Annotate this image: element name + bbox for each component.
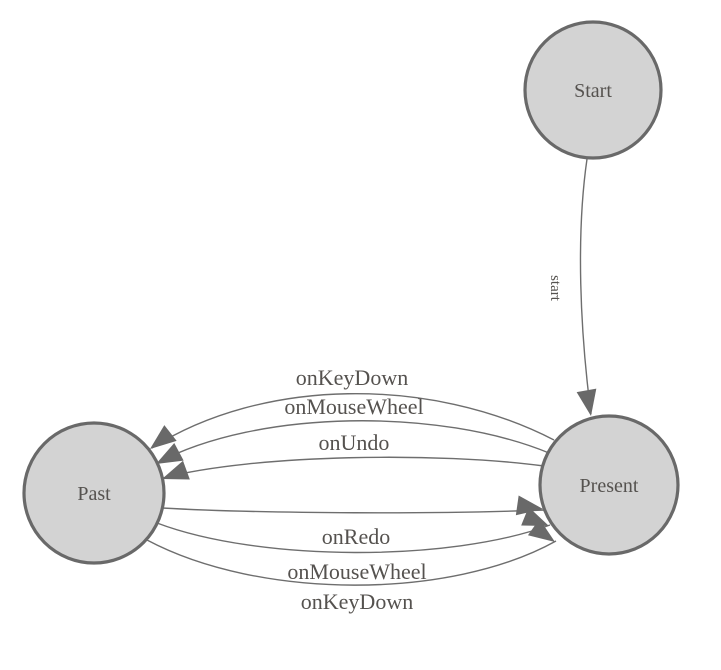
arrowhead-icon xyxy=(521,506,549,526)
transition-onmousewheel-to-past[interactable] xyxy=(156,420,550,464)
state-node-past[interactable]: Past xyxy=(22,421,166,565)
transition-label-onmousewheel-upper: onMouseWheel xyxy=(284,394,423,419)
state-circle-present xyxy=(538,414,680,556)
transition-label-onredo: onRedo xyxy=(322,524,390,549)
transition-group: start onKeyDown onMouseWheel onUndo onRe… xyxy=(146,158,597,614)
transition-label-onkeydown-lower: onKeyDown xyxy=(301,589,413,614)
transition-start-to-present[interactable] xyxy=(579,158,592,415)
arrowhead-icon xyxy=(156,442,184,464)
state-node-start[interactable]: Start xyxy=(523,20,663,160)
arrowhead-icon xyxy=(527,518,555,542)
arrowhead-icon xyxy=(162,460,190,480)
state-node-present[interactable]: Present xyxy=(538,414,680,556)
arrowhead-icon xyxy=(515,495,543,516)
state-label-present: Present xyxy=(580,475,639,497)
state-circle-start xyxy=(523,20,663,160)
transition-onredo-to-present[interactable] xyxy=(161,507,546,514)
transition-onkeydown-to-past[interactable] xyxy=(151,392,555,449)
transition-onundo-to-past[interactable] xyxy=(162,456,545,479)
transition-label-onundo: onUndo xyxy=(319,430,390,455)
state-label-start: Start xyxy=(574,80,612,102)
transition-onkeydown-to-present[interactable] xyxy=(146,539,557,586)
state-circle-past xyxy=(22,421,166,565)
transition-label-start: start xyxy=(547,275,563,302)
transition-onmousewheel-to-present[interactable] xyxy=(156,522,551,554)
transition-label-onkeydown-upper: onKeyDown xyxy=(296,365,408,390)
transition-label-onmousewheel-lower: onMouseWheel xyxy=(287,559,426,584)
arrowhead-icon xyxy=(150,425,177,449)
arrowhead-icon xyxy=(576,388,597,416)
state-label-past: Past xyxy=(77,483,111,505)
